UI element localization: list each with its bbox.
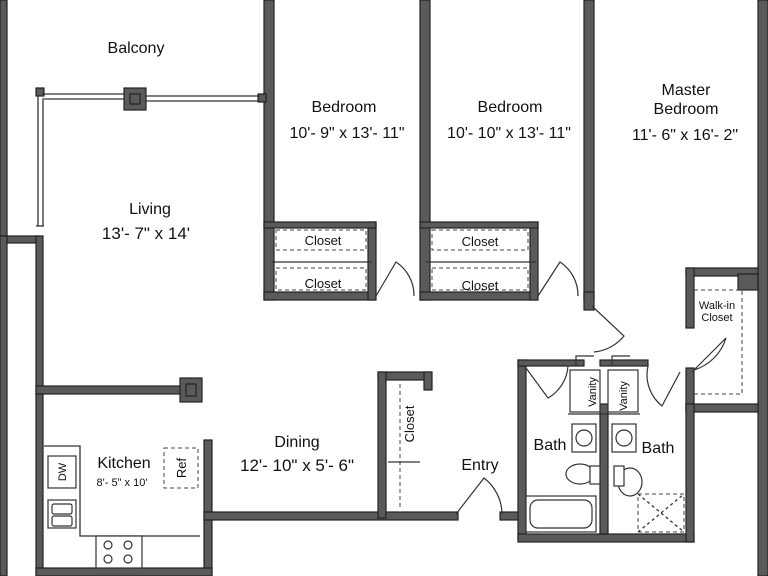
coat-closet-label: Closet — [402, 405, 417, 442]
kitchen-label: Kitchen — [97, 455, 150, 472]
living-dimensions: 13'- 7" x 14' — [102, 224, 190, 243]
door-swings — [375, 261, 727, 515]
entry-label: Entry — [461, 457, 498, 474]
room-labels: Balcony Living 13'- 7" x 14' Bedroom 10'… — [57, 40, 738, 489]
walkin-label-line2: Closet — [701, 312, 732, 324]
balcony-label: Balcony — [108, 40, 165, 57]
bedroom2-dimensions: 10'- 10" x 13'- 11" — [447, 125, 571, 142]
bedroom2-label: Bedroom — [478, 99, 543, 116]
walkin-label-line1: Walk-in — [699, 300, 735, 312]
refrigerator-label: Ref — [174, 457, 189, 478]
bedroom1-label: Bedroom — [312, 99, 377, 116]
bath-label: Bath — [642, 440, 675, 457]
dishwasher — [47, 455, 77, 489]
closet-label: Closet — [305, 233, 342, 248]
closet-label: Closet — [305, 276, 342, 291]
bath-label: Bath — [534, 437, 567, 454]
dining-label: Dining — [274, 434, 319, 451]
dishwasher-label: DW — [57, 462, 69, 481]
bedroom1-dimensions: 10'- 9" x 13'- 11" — [289, 125, 404, 142]
master-dimensions: 11'- 6" x 16'- 2" — [632, 127, 738, 144]
living-label: Living — [129, 201, 171, 218]
refrigerator — [163, 447, 199, 489]
vanity-label: Vanity — [587, 377, 599, 407]
bath-fixtures — [525, 369, 685, 533]
kitchen-dimensions: 8'- 5" x 10' — [97, 477, 148, 489]
closet-label: Closet — [462, 278, 499, 293]
closet-shelves — [272, 229, 743, 510]
vanity-label: Vanity — [618, 381, 630, 411]
closet-label: Closet — [462, 234, 499, 249]
stove-icon — [95, 535, 143, 569]
dining-dimensions: 12'- 10" x 5'- 6" — [240, 456, 354, 475]
master-label-line1: Master — [662, 82, 712, 99]
kitchen-counters — [44, 445, 200, 569]
shower — [637, 493, 685, 533]
master-label-line2: Bedroom — [654, 101, 719, 118]
balcony-railing — [36, 93, 260, 227]
